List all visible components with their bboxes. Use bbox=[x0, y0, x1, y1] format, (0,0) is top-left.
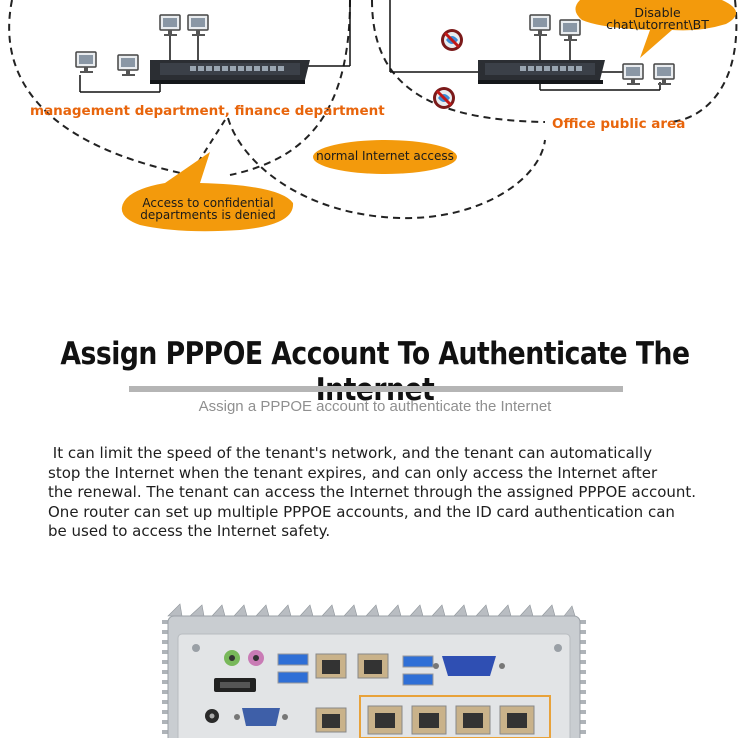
computer-icon bbox=[559, 19, 581, 42]
network-switch-icon bbox=[150, 60, 310, 84]
network-switch-icon bbox=[478, 60, 605, 84]
right-zone-boundary-edge bbox=[669, 0, 738, 123]
computer-icon bbox=[117, 54, 139, 77]
restricted-text: Access to confidential departments is de… bbox=[140, 196, 276, 222]
disable-bubble-text: Disable chat\utorrent\BT bbox=[606, 5, 709, 32]
computer-icon bbox=[622, 63, 644, 86]
network-diagram: management department, finance departmen… bbox=[0, 0, 750, 240]
normal-access-text: normal Internet access bbox=[316, 149, 454, 163]
router-device-graphic bbox=[162, 603, 586, 742]
computer-icon bbox=[187, 14, 209, 37]
disable-bubble bbox=[575, 0, 736, 58]
body-line: One router can set up multiple PPPOE acc… bbox=[48, 502, 675, 521]
normal-access-bubble bbox=[313, 140, 457, 174]
body-line: be used to access the Internet safety. bbox=[48, 522, 331, 540]
right-zone-boundary bbox=[371, 0, 546, 123]
computer-icon bbox=[75, 51, 97, 74]
access-path bbox=[227, 117, 546, 220]
router-device-image bbox=[150, 600, 600, 742]
section-title: Assign PPPOE Account To Authenticate The… bbox=[60, 336, 690, 408]
left-zone-boundary-right bbox=[229, 0, 351, 176]
restricted-bubble bbox=[121, 152, 294, 232]
no-chat-icon bbox=[431, 85, 457, 111]
section-body: It can limit the speed of the tenant's n… bbox=[48, 444, 728, 542]
body-line: It can limit the speed of the tenant's n… bbox=[48, 444, 653, 462]
computer-icon bbox=[653, 63, 675, 86]
left-group-label: management department, finance departmen… bbox=[30, 103, 385, 119]
title-divider bbox=[129, 386, 623, 392]
left-zone-boundary bbox=[8, 0, 191, 176]
section-subtitle: Assign a PPPOE account to authenticate t… bbox=[198, 398, 552, 415]
body-line: the renewal. The tenant can access the I… bbox=[48, 483, 697, 501]
network-diagram-graphic bbox=[8, 0, 738, 232]
computer-icon bbox=[159, 14, 181, 37]
computer-icon bbox=[529, 14, 551, 37]
body-line: stop the Internet when the tenant expire… bbox=[48, 463, 658, 482]
right-group-label: Office public area bbox=[552, 116, 686, 132]
no-chat-icon bbox=[439, 27, 465, 53]
